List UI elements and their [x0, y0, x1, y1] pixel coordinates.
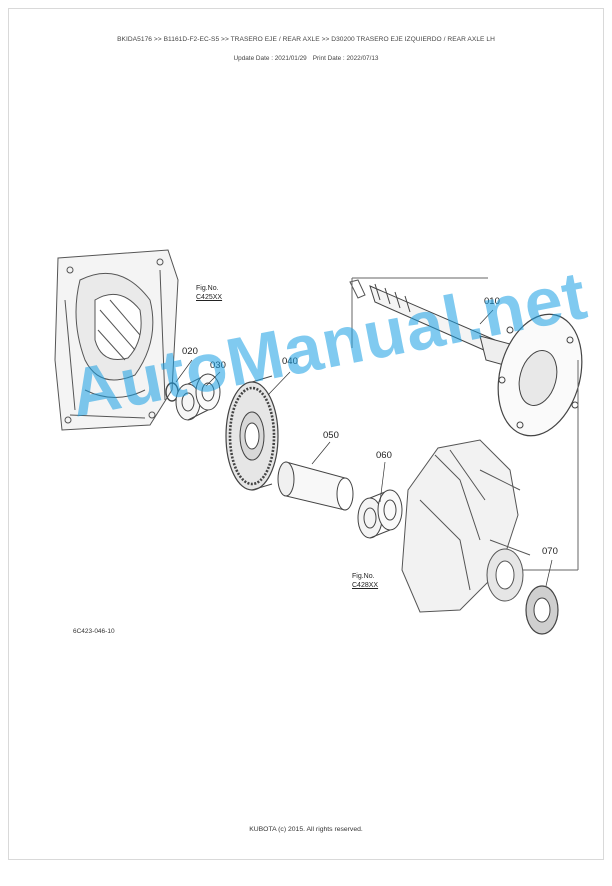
left-housing — [54, 249, 179, 431]
fig-ref-code: C425XX — [196, 294, 223, 301]
axle-shaft-010 — [349, 279, 583, 437]
callout-050: 050 — [323, 430, 339, 441]
exploded-parts-diagram: 010 020 030 040 050 060 070 Fig.No. C425… — [40, 240, 600, 660]
update-date: Update Date : 2021/01/29 — [233, 55, 307, 62]
fig-ref-label: Fig.No. — [352, 573, 375, 580]
fig-ref-label: Fig.No. — [196, 285, 219, 292]
bearing-060 — [357, 489, 403, 539]
parts-drawing — [54, 249, 583, 635]
callout-060: 060 — [376, 450, 392, 461]
callout-040: 040 — [282, 356, 298, 367]
fig-ref-c428: Fig.No. C428XX — [352, 572, 378, 590]
callout-010: 010 — [484, 296, 500, 307]
fig-ref-c425: Fig.No. C425XX — [196, 284, 222, 302]
right-housing — [401, 439, 531, 613]
oil-seal-070 — [525, 585, 559, 635]
date-line: Update Date : 2021/01/29 Print Date : 202… — [0, 55, 612, 62]
callout-030: 030 — [210, 360, 226, 371]
illustration-code: 6C423-046-10 — [73, 628, 115, 635]
callout-020: 020 — [182, 346, 198, 357]
callout-070: 070 — [542, 546, 558, 557]
bearing-030 — [175, 373, 221, 421]
fig-ref-code: C428XX — [352, 582, 379, 589]
print-date: Print Date : 2022/07/13 — [312, 55, 379, 62]
spacer-tube-050 — [277, 461, 354, 511]
breadcrumb: BKIDA5176 >> B1161D-F2-EC-S5 >> TRASERO … — [117, 36, 495, 43]
gear-040 — [225, 375, 279, 491]
footer-copyright: KUBOTA (c) 2015. All rights reserved. — [249, 826, 363, 833]
page-frame — [8, 8, 604, 860]
